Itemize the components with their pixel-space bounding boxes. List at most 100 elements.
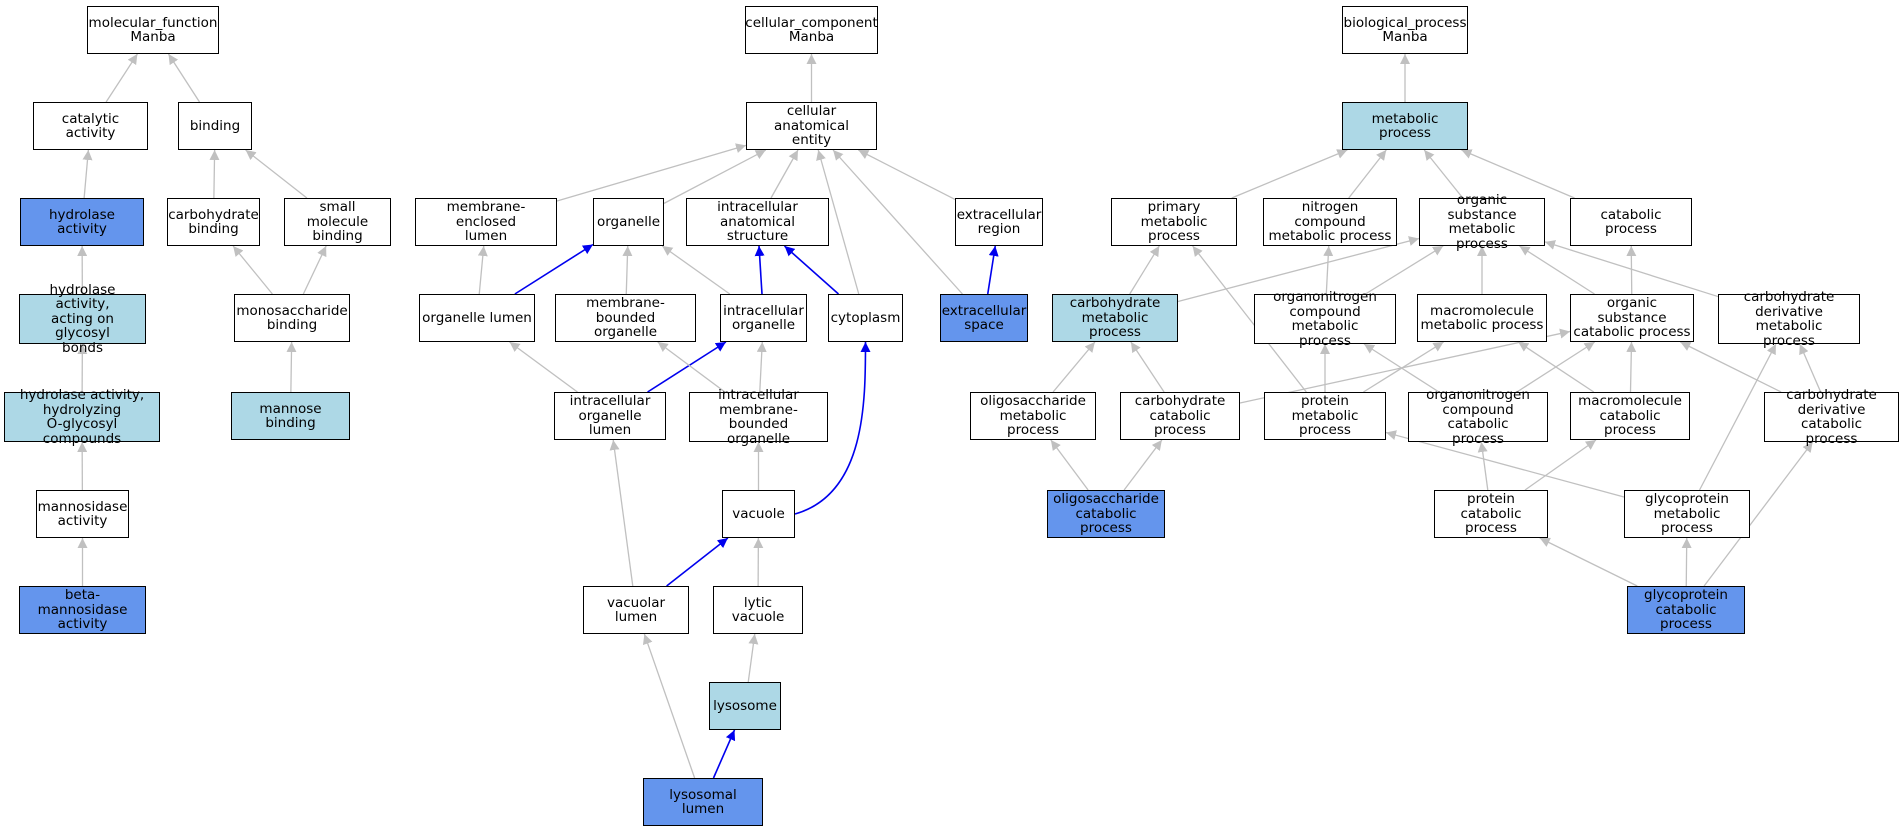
edge-macromol_cat-to-macromol_met bbox=[1517, 341, 1595, 393]
node-cytoplasm[interactable]: cytoplasm bbox=[828, 294, 903, 342]
node-organic-substance-metabolic-process[interactable]: organic substance metabolic process bbox=[1419, 193, 1545, 251]
node-mannose-binding[interactable]: mannose binding bbox=[231, 392, 350, 440]
edge-glycoprotein_cat-to-glycoprotein_met bbox=[1681, 537, 1692, 587]
node-oligosaccharide-metabolic-process[interactable]: oligosaccharide metabolic process bbox=[970, 392, 1096, 440]
node-protein-catabolic-process[interactable]: protein catabolic process bbox=[1434, 490, 1548, 538]
node-carbohydrate-derivative-metabolic-process[interactable]: carbohydrate derivative metabolic proces… bbox=[1718, 290, 1860, 348]
node-hydrolase-glycosyl-bonds[interactable]: hydrolase activity, acting on glycosyl b… bbox=[19, 283, 146, 355]
edge-protein_met-to-macromol_met bbox=[1363, 341, 1444, 393]
edge-monosacch-to-carb_binding bbox=[232, 245, 273, 295]
edge-carb_deriv_cat-to-carb_deriv_met bbox=[1799, 343, 1822, 393]
node-molecular-function-root[interactable]: molecular_function Manba bbox=[87, 6, 219, 54]
node-oligosaccharide-catabolic-process[interactable]: oligosaccharide catabolic process bbox=[1047, 490, 1165, 538]
edge-organonitrogen_cat-to-organonitrogen_met bbox=[1363, 343, 1440, 393]
node-membrane-bounded-organelle[interactable]: membrane-bounded organelle bbox=[555, 294, 696, 342]
edge-carb_met-to-primary_met bbox=[1129, 245, 1160, 295]
node-catabolic-process[interactable]: catabolic process bbox=[1570, 198, 1692, 246]
edge-carb_deriv_cat-to-organic_cat bbox=[1680, 341, 1782, 393]
edge-hydrolase-to-catalytic bbox=[82, 149, 93, 199]
node-biological-process-root[interactable]: biological_process Manba bbox=[1342, 6, 1468, 54]
node-glycoprotein-metabolic-process[interactable]: glycoprotein metabolic process bbox=[1624, 490, 1750, 538]
edge-catalytic-to-mf_root bbox=[105, 53, 138, 103]
node-vacuole[interactable]: vacuole bbox=[722, 490, 795, 538]
node-binding[interactable]: binding bbox=[178, 102, 252, 150]
edge-glycoprotein_met-to-protein_met bbox=[1385, 430, 1625, 498]
node-glycoprotein-catabolic-process[interactable]: glycoprotein catabolic process bbox=[1627, 586, 1745, 634]
node-intracellular-organelle-lumen[interactable]: intracellular organelle lumen bbox=[554, 392, 666, 440]
node-macromolecule-metabolic-process[interactable]: macromolecule metabolic process bbox=[1417, 294, 1547, 342]
edge-lysosome-to-lytic_vacuole bbox=[747, 633, 759, 683]
edge-cytoplasm-to-cae bbox=[816, 149, 860, 295]
node-cellular-anatomical-entity[interactable]: cellular anatomical entity bbox=[746, 102, 877, 150]
edge-carb_deriv_met-to-organic_met bbox=[1544, 240, 1719, 298]
edge-protein_met-to-primary_met bbox=[1192, 245, 1307, 393]
edge-nitrogen_met-to-metabolic bbox=[1348, 149, 1387, 199]
node-carbohydrate-catabolic-process[interactable]: carbohydrate catabolic process bbox=[1120, 392, 1240, 440]
node-macromolecule-catabolic-process[interactable]: macromolecule catabolic process bbox=[1570, 392, 1690, 440]
node-lysosomal-lumen[interactable]: lysosomal lumen bbox=[643, 778, 763, 826]
edge-organelle-to-cae bbox=[663, 149, 767, 204]
edge-intracell_mem_bounded-to-mem_bounded_org bbox=[657, 341, 726, 393]
edge-extracell_space-to-cae bbox=[832, 149, 963, 295]
edge-mannose_binding-to-monosacch bbox=[286, 341, 297, 393]
node-extracellular-region[interactable]: extracellular region bbox=[955, 198, 1043, 246]
node-primary-metabolic-process[interactable]: primary metabolic process bbox=[1111, 198, 1237, 246]
node-lytic-vacuole[interactable]: lytic vacuole bbox=[713, 586, 803, 634]
edge-vacuole-to-cytoplasm bbox=[794, 341, 871, 515]
node-organonitrogen-compound-metabolic-process[interactable]: organonitrogen compound metabolic proces… bbox=[1254, 290, 1396, 348]
node-cellular-component-root[interactable]: cellular_component Manba bbox=[745, 6, 878, 54]
node-intracellular-anatomical-structure[interactable]: intracellular anatomical structure bbox=[686, 198, 829, 246]
edge-organonitrogen_met-to-organic_met bbox=[1365, 245, 1444, 295]
node-organelle[interactable]: organelle bbox=[593, 198, 664, 246]
edge-glycoprotein_met-to-carb_deriv_met bbox=[1698, 343, 1777, 491]
node-membrane-enclosed-lumen[interactable]: membrane-enclosed lumen bbox=[415, 198, 557, 246]
edge-protein_cat-to-macromol_cat bbox=[1524, 439, 1597, 491]
node-organic-substance-catabolic-process[interactable]: organic substance catabolic process bbox=[1570, 294, 1694, 342]
node-hydrolase-o-glycosyl[interactable]: hydrolase activity, hydrolyzing O-glycos… bbox=[4, 388, 160, 446]
node-intracellular-membrane-bounded-organelle[interactable]: intracellular membrane-bounded organelle bbox=[689, 388, 828, 446]
edge-protein_cat-to-organonitrogen_cat bbox=[1477, 441, 1489, 491]
node-monosaccharide-binding[interactable]: monosaccharide binding bbox=[234, 294, 350, 342]
node-catalytic-activity[interactable]: catalytic activity bbox=[33, 102, 148, 150]
edge-carb_cat-to-organic_cat bbox=[1239, 328, 1571, 404]
edge-oligo_cat-to-carb_cat bbox=[1123, 439, 1163, 491]
edge-macromol_cat-to-organic_cat bbox=[1626, 341, 1637, 393]
edge-glycoprotein_cat-to-protein_cat bbox=[1539, 537, 1638, 587]
edge-vacuolar_lumen-to-intracell_org_lumen bbox=[609, 439, 634, 587]
node-beta-mannosidase-activity[interactable]: beta-mannosidase activity bbox=[19, 586, 146, 634]
node-intracellular-organelle[interactable]: intracellular organelle bbox=[720, 294, 807, 342]
edge-carb_cat-to-carb_met bbox=[1130, 341, 1165, 393]
node-carbohydrate-derivative-catabolic-process[interactable]: carbohydrate derivative catabolic proces… bbox=[1764, 388, 1899, 446]
node-organonitrogen-compound-catabolic-process[interactable]: organonitrogen compound catabolic proces… bbox=[1408, 388, 1548, 446]
edge-carb_met-to-organic_met bbox=[1177, 236, 1420, 303]
edge-organic_cat-to-organic_met bbox=[1519, 245, 1595, 295]
edge-intracell_mem_bounded-to-intracell_org bbox=[756, 341, 767, 393]
edge-organelle_lumen-to-organelle bbox=[514, 243, 594, 295]
edge-oligo_cat-to-oligo_met bbox=[1050, 439, 1089, 491]
node-lysosome[interactable]: lysosome bbox=[709, 682, 781, 730]
edge-small_mol-to-binding bbox=[245, 149, 308, 199]
edge-glycoprotein_cat-to-carb_deriv_cat bbox=[1703, 441, 1814, 587]
node-nitrogen-compound-metabolic-process[interactable]: nitrogen compound metabolic process bbox=[1263, 198, 1397, 246]
node-carbohydrate-binding[interactable]: carbohydrate binding bbox=[167, 198, 260, 246]
node-metabolic-process[interactable]: metabolic process bbox=[1342, 102, 1468, 150]
edge-catabolic-to-metabolic bbox=[1461, 149, 1575, 199]
node-vacuolar-lumen[interactable]: vacuolar lumen bbox=[583, 586, 689, 634]
edge-organonitrogen_met-to-nitrogen_met bbox=[1323, 245, 1334, 295]
edge-organelle_lumen-to-mem_enclosed_lumen bbox=[477, 245, 488, 295]
node-extracellular-space[interactable]: extracellular space bbox=[940, 294, 1028, 342]
node-protein-metabolic-process[interactable]: protein metabolic process bbox=[1264, 392, 1386, 440]
edge-extracell_space-to-extracell_region bbox=[986, 245, 999, 295]
edge-vacuolar_lumen-to-vacuole bbox=[666, 537, 729, 587]
node-hydrolase-activity[interactable]: hydrolase activity bbox=[20, 198, 144, 246]
edge-mem_enclosed_lumen-to-cae bbox=[556, 143, 747, 202]
node-mannosidase-activity[interactable]: mannosidase activity bbox=[36, 490, 129, 538]
edge-intracell_org_lumen-to-organelle_lumen bbox=[509, 341, 578, 393]
edge-primary_met-to-metabolic bbox=[1231, 149, 1348, 199]
edge-extracell_region-to-cae bbox=[858, 149, 956, 201]
edge-cytoplasm-to-intracell_anat bbox=[783, 245, 840, 295]
node-organelle-lumen[interactable]: organelle lumen bbox=[419, 294, 535, 342]
node-carbohydrate-metabolic-process[interactable]: carbohydrate metabolic process bbox=[1052, 294, 1178, 342]
node-small-molecule-binding[interactable]: small molecule binding bbox=[284, 198, 391, 246]
